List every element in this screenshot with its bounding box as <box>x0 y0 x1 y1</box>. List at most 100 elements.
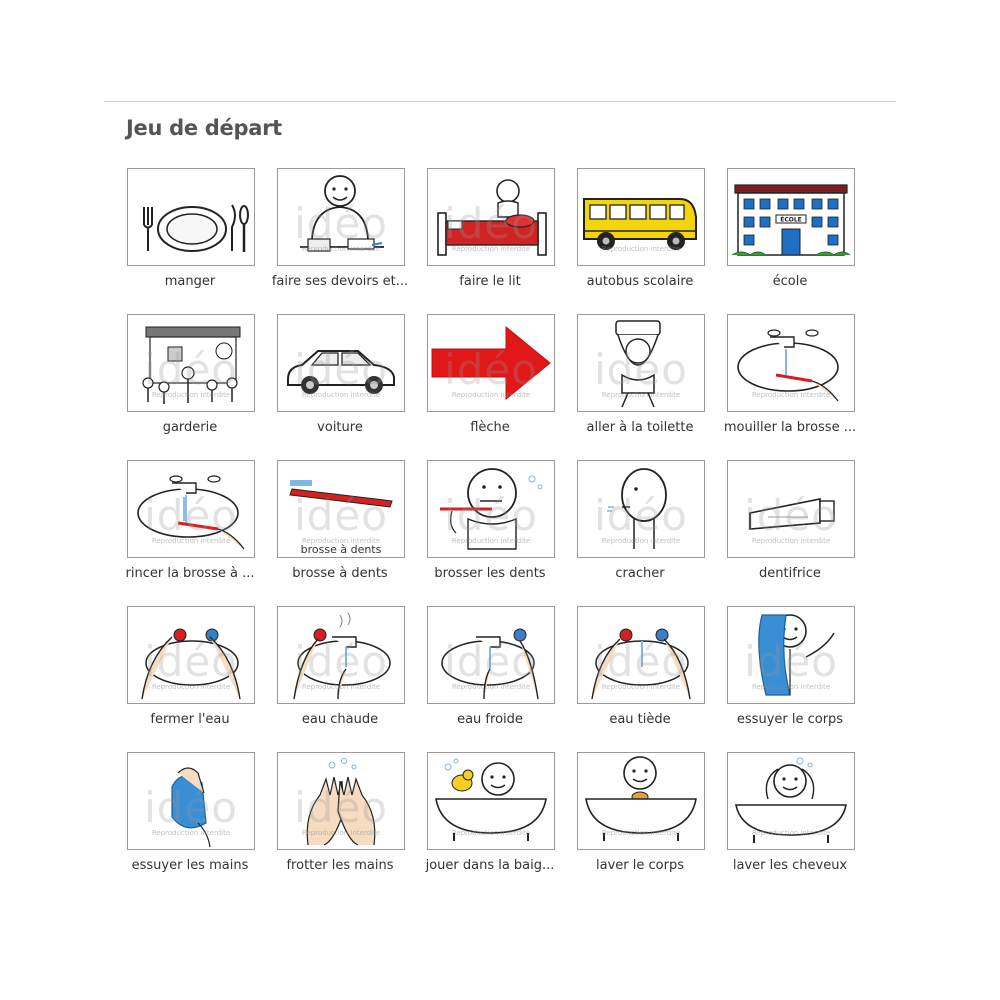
pictogram-image: idéo Reproduction interdite <box>427 460 555 558</box>
spit-icon <box>607 468 667 549</box>
turn-off-water-icon <box>141 628 241 700</box>
pictogram-label: frotter les mains <box>286 858 394 873</box>
daycare-icon <box>142 326 241 404</box>
pictogram-card-cracher[interactable]: idéo Reproduction interdite cracher <box>576 460 706 590</box>
pictogram-image: idéo Reproduction interdite <box>277 752 405 850</box>
pictogram-card-rincer[interactable]: idéo Reproduction interdite rincer la br… <box>126 460 256 590</box>
pictogram-image: idéo Reproduction interdite <box>127 460 255 558</box>
pictogram-image: idéo Reproduction interdite <box>727 460 855 558</box>
school-sign: ÉCOLE <box>780 216 802 224</box>
pictogram-image: Reproduction interdite <box>427 752 555 850</box>
pictogram-label: faire ses devoirs et... <box>271 274 409 289</box>
pictogram-card-devoirs[interactable]: idéo Reproduction interdite faire ses de… <box>272 168 408 298</box>
pictogram-image: idéo Reproduction interdite <box>727 606 855 704</box>
wet-brush-icon <box>737 329 839 402</box>
pictogram-card-jouer-bain[interactable]: Reproduction interdite jouer dans la bai… <box>426 752 556 882</box>
arrow-icon <box>431 325 551 401</box>
pictogram-card-brosser[interactable]: idéo Reproduction interdite brosser les … <box>426 460 556 590</box>
pictogram-image: idéo Reproduction interdite <box>577 314 705 412</box>
pictogram-card-essuyer-mains[interactable]: idéo Reproduction interdite essuyer les … <box>126 752 256 882</box>
pictogram-label: aller à la toilette <box>586 420 694 435</box>
warm-water-icon <box>591 628 691 700</box>
pictogram-image: idéo Reproduction interdite <box>427 168 555 266</box>
pictogram-image <box>127 168 255 266</box>
pictogram-card-eau-tiede[interactable]: idéo Reproduction interdite eau tiède <box>576 606 706 736</box>
cold-water-icon <box>441 628 539 700</box>
pictogram-image: brosse à dents idéo Reproduction interdi… <box>277 460 405 558</box>
car-icon <box>287 350 395 394</box>
pictogram-card-ecole[interactable]: ÉCOLE école <box>726 168 856 298</box>
pictogram-image: idéo Reproduction interdite <box>277 606 405 704</box>
rinse-brush-icon <box>137 475 245 550</box>
pictogram-label: fermer l'eau <box>150 712 230 727</box>
pictogram-card-lit[interactable]: idéo Reproduction interdite faire le lit <box>426 168 556 298</box>
pictogram-label: jouer dans la baig... <box>425 858 555 873</box>
pictogram-card-autobus[interactable]: Reproduction interdite autobus scolaire <box>576 168 706 298</box>
toilet-icon <box>615 320 661 408</box>
pictogram-label: faire le lit <box>459 274 521 289</box>
pictogram-image: Reproduction interdite <box>577 752 705 850</box>
school-building-icon: ÉCOLE <box>731 184 851 256</box>
school-bus-icon <box>583 198 697 250</box>
toothpaste-icon <box>749 498 835 530</box>
wash-hair-icon <box>735 757 847 843</box>
pictogram-card-fleche[interactable]: idéo Reproduction interdite flèche <box>426 314 556 444</box>
pictogram-card-garderie[interactable]: idéo Reproduction interdite garderie <box>126 314 256 444</box>
pictogram-label: école <box>772 274 808 289</box>
pictogram-label: essuyer les mains <box>131 858 249 873</box>
pictogram-label: laver les cheveux <box>732 858 848 873</box>
brushing-teeth-icon <box>440 468 543 550</box>
pictogram-image: idéo Reproduction interdite <box>577 460 705 558</box>
pictogram-card-eau-froide[interactable]: idéo Reproduction interdite eau froide <box>426 606 556 736</box>
pictogram-card-fermer-eau[interactable]: idéo Reproduction interdite fermer l'eau <box>126 606 256 736</box>
pictogram-label: flèche <box>470 420 510 435</box>
pictogram-card-essuyer-corps[interactable]: idéo Reproduction interdite essuyer le c… <box>726 606 856 736</box>
pictogram-label: mouiller la brosse ... <box>723 420 857 435</box>
toothbrush-caption: brosse à dents <box>301 543 382 556</box>
pictogram-card-laver-cheveux[interactable]: Reproduction interdite laver les cheveux <box>726 752 856 882</box>
pictogram-image: Reproduction interdite <box>727 752 855 850</box>
pictogram-image: Reproduction interdite <box>577 168 705 266</box>
pictogram-label: brosse à dents <box>292 566 388 581</box>
pictogram-image: Reproduction interdite <box>727 314 855 412</box>
pictogram-card-voiture[interactable]: idéo Reproduction interdite voiture <box>276 314 406 444</box>
pictogram-label: garderie <box>162 420 218 435</box>
page-title: Jeu de départ <box>126 116 282 140</box>
pictogram-label: laver le corps <box>596 858 684 873</box>
pictogram-label: eau chaude <box>301 712 379 727</box>
pictogram-card-manger[interactable]: manger <box>126 168 256 298</box>
pictogram-label: manger <box>164 274 216 289</box>
rub-hands-icon <box>306 758 376 846</box>
pictogram-image: idéo Reproduction interdite <box>127 606 255 704</box>
wash-body-icon <box>585 756 697 841</box>
pictogram-label: eau froide <box>457 712 523 727</box>
pictogram-card-mouiller[interactable]: Reproduction interdite mouiller la bross… <box>724 314 856 444</box>
pictogram-label: dentifrice <box>759 566 821 581</box>
bed-icon <box>437 179 547 256</box>
plate-cutlery-icon <box>143 204 249 252</box>
pictogram-card-brosse[interactable]: brosse à dents idéo Reproduction interdi… <box>276 460 406 590</box>
pictogram-card-toilette[interactable]: idéo Reproduction interdite aller à la t… <box>576 314 706 444</box>
pictogram-image: idéo Reproduction interdite <box>427 314 555 412</box>
pictogram-card-dentifrice[interactable]: idéo Reproduction interdite dentifrice <box>726 460 856 590</box>
pictogram-label: voiture <box>317 420 363 435</box>
pictogram-label: autobus scolaire <box>586 274 694 289</box>
top-divider <box>104 101 896 102</box>
homework-icon <box>300 175 384 252</box>
pictogram-label: eau tiède <box>609 712 671 727</box>
pictogram-image: idéo Reproduction interdite <box>277 314 405 412</box>
pictogram-label: rincer la brosse à ... <box>125 566 255 581</box>
pictogram-image: idéo Reproduction interdite <box>127 752 255 850</box>
pictogram-card-laver-corps[interactable]: Reproduction interdite laver le corps <box>576 752 706 882</box>
pictogram-card-frotter-mains[interactable]: idéo Reproduction interdite frotter les … <box>276 752 406 882</box>
pictogram-image: idéo Reproduction interdite <box>427 606 555 704</box>
pictogram-image: idéo Reproduction interdite <box>277 168 405 266</box>
pictogram-label: essuyer le corps <box>736 712 844 727</box>
pictogram-image: ÉCOLE <box>727 168 855 266</box>
pictogram-card-eau-chaude[interactable]: idéo Reproduction interdite eau chaude <box>276 606 406 736</box>
dry-hands-icon <box>171 767 211 848</box>
dry-body-icon <box>758 614 835 696</box>
hot-water-icon <box>293 612 391 700</box>
bath-play-icon <box>435 758 547 841</box>
toothbrush-icon: brosse à dents <box>289 480 393 556</box>
